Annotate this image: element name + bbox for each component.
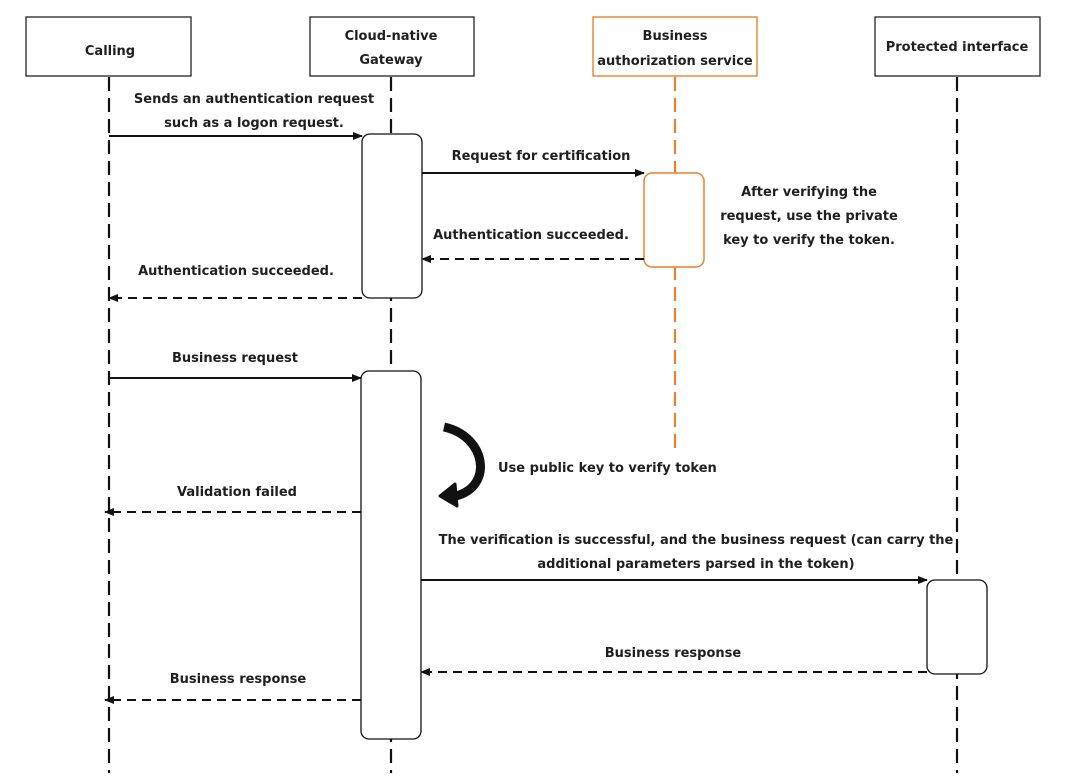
participant-calling: Calling: [25, 16, 192, 77]
participant-auth-label-line2: authorization service: [597, 54, 753, 69]
participant-calling-label: Calling: [85, 44, 135, 59]
participant-protected-label: Protected interface: [886, 40, 1029, 55]
label-auth-success-caller: Authentication succeeded.: [138, 264, 334, 279]
label-cert-request: Request for certification: [452, 149, 631, 164]
label-validation-failed: Validation failed: [177, 485, 297, 500]
participant-gateway-label-line1: Cloud-native: [345, 29, 438, 44]
label-forward-request-line2: additional parameters parsed in the toke…: [537, 557, 854, 572]
activation-auth-service: [643, 172, 705, 268]
note-auth-verify-line2: request, use the private: [720, 209, 898, 224]
participant-protected: Protected interface: [874, 16, 1041, 77]
label-business-response-caller: Business response: [170, 672, 307, 687]
self-verify-arrow-icon: [438, 422, 485, 508]
label-business-request: Business request: [172, 351, 298, 366]
label-auth-request-line2: such as a logon request.: [164, 116, 344, 131]
participant-gateway-label-line2: Gateway: [359, 53, 423, 68]
participant-auth: Business authorization service: [592, 16, 758, 77]
activation-gateway-business: [360, 370, 422, 740]
participant-auth-label-line1: Business: [643, 29, 708, 44]
label-forward-request-line1: The verification is successful, and the …: [439, 533, 954, 548]
activation-gateway-auth: [361, 133, 423, 299]
label-auth-request-line1: Sends an authentication request: [134, 92, 374, 107]
note-auth-verify-line3: key to verify the token.: [723, 233, 895, 248]
label-auth-success-gw: Authentication succeeded.: [433, 228, 629, 243]
label-business-response-gw: Business response: [605, 646, 742, 661]
activation-protected: [926, 579, 988, 675]
note-auth-verify-line1: After verifying the: [741, 185, 877, 200]
participant-gateway: Cloud-native Gateway: [309, 16, 475, 77]
label-verify-self: Use public key to verify token: [498, 461, 717, 476]
